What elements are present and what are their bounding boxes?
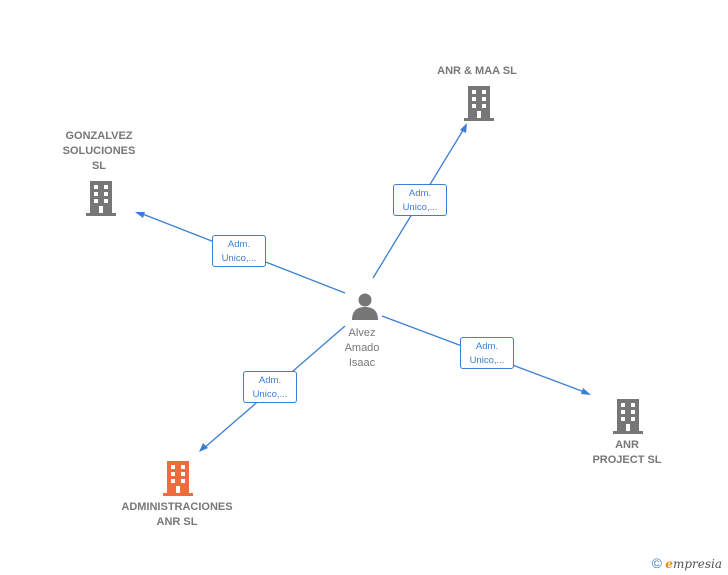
edge-label-administraciones[interactable]: Adm. Unico,... — [243, 371, 297, 403]
edge-label-gonzalvez[interactable]: Adm. Unico,... — [212, 235, 266, 267]
edge-label-detail: Unico,... — [402, 202, 438, 213]
company-name-administraciones[interactable]: ADMINISTRACIONES ANR SL — [121, 501, 233, 528]
building-icon[interactable] — [611, 398, 645, 434]
edge-label-role: Adm. — [475, 341, 499, 352]
person-name[interactable]: Alvez Amado Isaac — [344, 327, 380, 369]
company-name-anr-maa[interactable]: ANR & MAA SL — [437, 65, 517, 77]
company-name-gonzalvez[interactable]: GONZALVEZ SOLUCIONES SL — [62, 130, 136, 172]
edge-label-detail: Unico,... — [469, 355, 505, 366]
arrowhead-gonzalvez — [135, 212, 145, 218]
edge-label-role: Adm. — [408, 188, 432, 199]
building-icon[interactable] — [161, 460, 195, 496]
edge-label-role: Adm. — [258, 375, 282, 386]
edge-label-detail: Unico,... — [221, 253, 257, 264]
building-icon[interactable] — [462, 85, 496, 121]
edge-label-role: Adm. — [227, 239, 251, 250]
footer-brand: © empresia — [652, 555, 722, 571]
edges — [135, 123, 591, 452]
brand-initial: e — [665, 557, 673, 571]
arrowhead-administraciones — [199, 443, 208, 452]
arrowhead-anr-project — [581, 388, 591, 395]
arrowhead-anr-maa — [460, 123, 467, 133]
building-icon[interactable] — [84, 180, 118, 216]
brand-name: mpresia — [672, 557, 722, 571]
person-icon[interactable] — [350, 291, 380, 321]
copyright-icon: © — [651, 555, 662, 571]
edge-label-anr-maa[interactable]: Adm. Unico,... — [393, 184, 447, 216]
edge-label-detail: Unico,... — [252, 389, 288, 400]
edge-label-anr-project[interactable]: Adm. Unico,... — [460, 337, 514, 369]
company-name-anr-project[interactable]: ANR PROJECT SL — [592, 439, 662, 466]
